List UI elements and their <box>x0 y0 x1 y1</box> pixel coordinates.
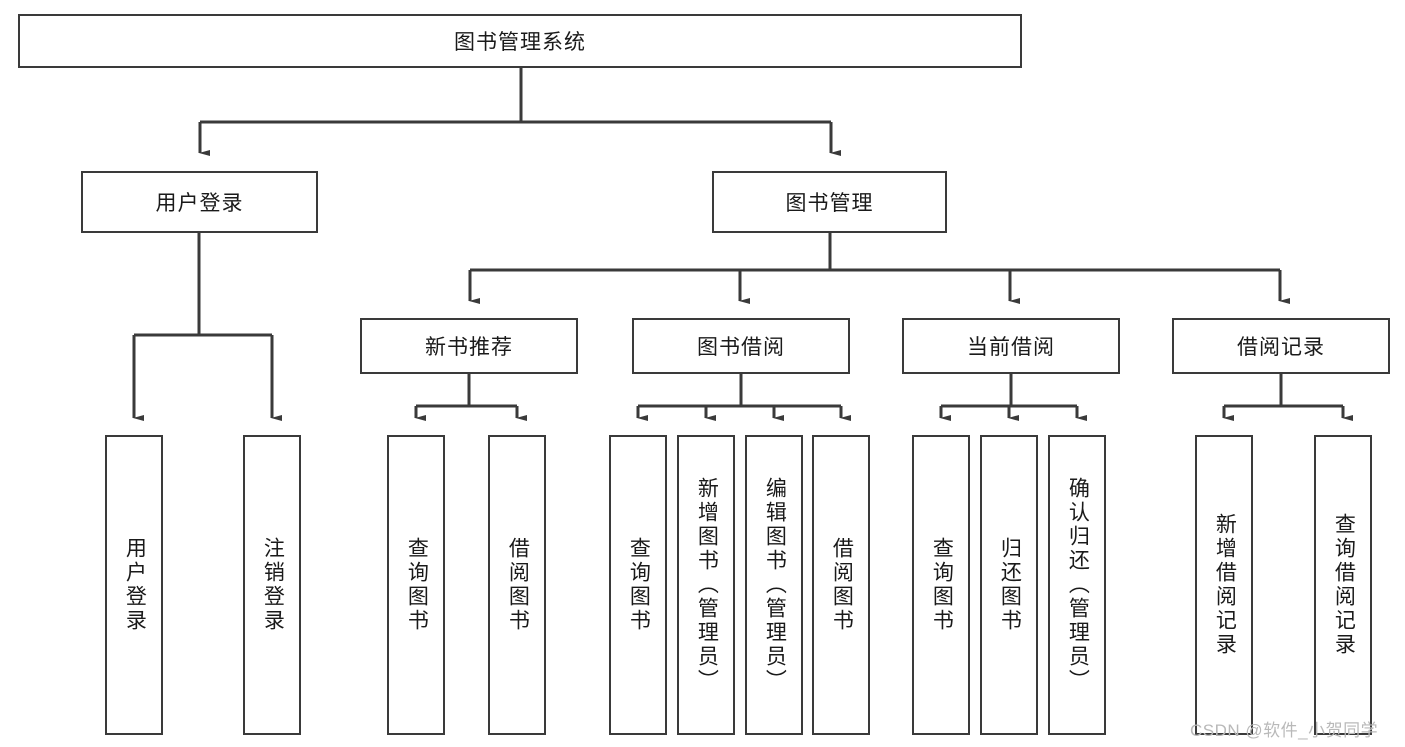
node-label: 图书管理系统 <box>454 31 586 54</box>
node-user-login-logout[interactable]: 注销登录 <box>243 435 301 735</box>
node-label: 借阅图书 <box>830 537 854 633</box>
node-recommend-query-book[interactable]: 查询图书 <box>387 435 445 735</box>
node-label: 当前借阅 <box>967 336 1055 359</box>
node-label: 编辑图书（管理员） <box>763 477 787 693</box>
node-current-confirm-return-admin[interactable]: 确认归还（管理员） <box>1048 435 1106 735</box>
node-label: 查询图书 <box>405 537 429 633</box>
node-book-management[interactable]: 图书管理 <box>712 171 947 233</box>
node-recommend-borrow-book[interactable]: 借阅图书 <box>488 435 546 735</box>
node-label: 查询借阅记录 <box>1332 513 1356 657</box>
node-user-login[interactable]: 用户登录 <box>81 171 318 233</box>
node-label: 新增借阅记录 <box>1213 513 1237 657</box>
node-label: 查询图书 <box>930 537 954 633</box>
node-borrow-borrow-book[interactable]: 借阅图书 <box>812 435 870 735</box>
node-current-return-book[interactable]: 归还图书 <box>980 435 1038 735</box>
node-label: 归还图书 <box>998 537 1022 633</box>
node-label: 确认归还（管理员） <box>1066 477 1090 693</box>
node-label: 新书推荐 <box>425 336 513 359</box>
node-new-book-recommend[interactable]: 新书推荐 <box>360 318 578 374</box>
node-borrow-record[interactable]: 借阅记录 <box>1172 318 1390 374</box>
node-label: 注销登录 <box>261 537 285 633</box>
node-current-borrow[interactable]: 当前借阅 <box>902 318 1120 374</box>
node-root-system[interactable]: 图书管理系统 <box>18 14 1022 68</box>
node-label: 借阅记录 <box>1237 336 1325 359</box>
node-label: 查询图书 <box>627 537 651 633</box>
node-borrow-add-book-admin[interactable]: 新增图书（管理员） <box>677 435 735 735</box>
node-book-borrow[interactable]: 图书借阅 <box>632 318 850 374</box>
node-borrow-edit-book-admin[interactable]: 编辑图书（管理员） <box>745 435 803 735</box>
node-record-query-record[interactable]: 查询借阅记录 <box>1314 435 1372 735</box>
node-current-query-book[interactable]: 查询图书 <box>912 435 970 735</box>
node-label: 图书借阅 <box>697 336 785 359</box>
node-borrow-query-book[interactable]: 查询图书 <box>609 435 667 735</box>
node-label: 用户登录 <box>155 192 244 215</box>
node-user-login-login[interactable]: 用户登录 <box>105 435 163 735</box>
node-label: 图书管理 <box>785 192 874 215</box>
node-label: 用户登录 <box>123 537 147 633</box>
node-label: 借阅图书 <box>506 537 530 633</box>
watermark: CSDN @软件_小贺同学 <box>1190 721 1379 740</box>
node-record-add-record[interactable]: 新增借阅记录 <box>1195 435 1253 735</box>
node-label: 新增图书（管理员） <box>695 477 719 693</box>
